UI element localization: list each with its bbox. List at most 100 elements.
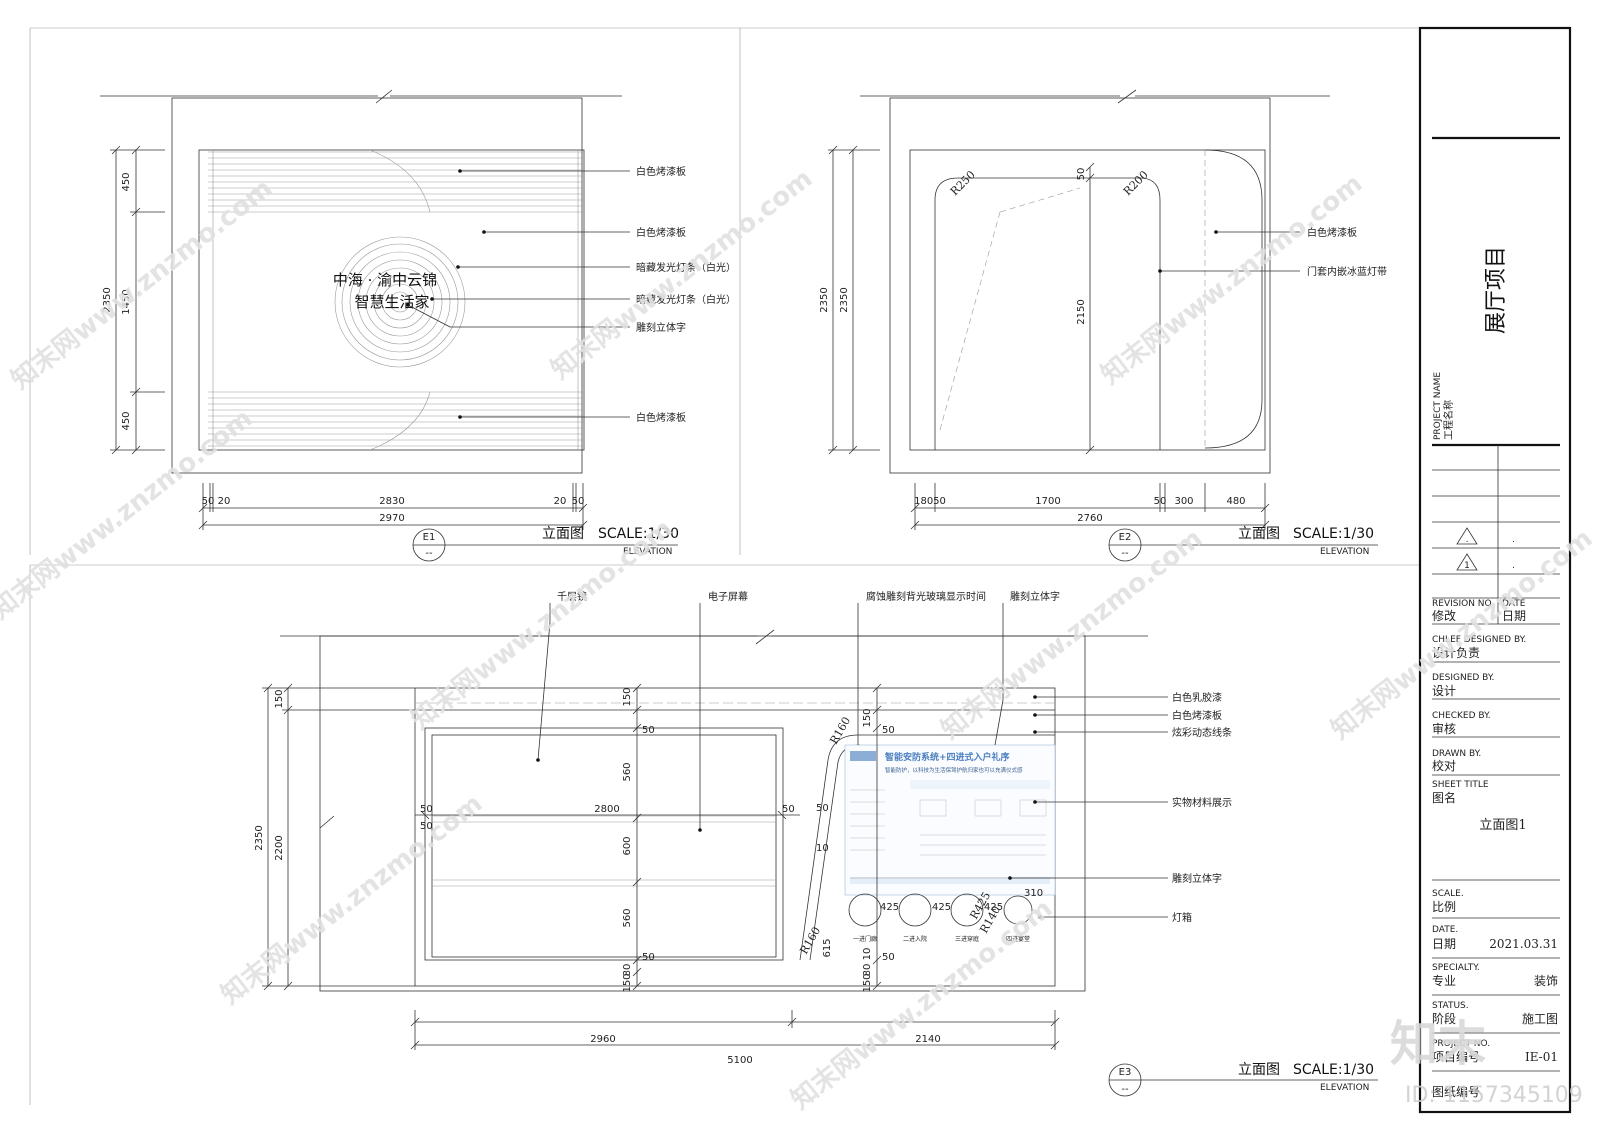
e3-vm-5: 615: [822, 938, 833, 957]
e2-label-1: 白色烤漆板: [1307, 226, 1357, 239]
e3-vl-8: 50: [642, 952, 655, 963]
e3-vl-7: 150: [622, 973, 633, 992]
circle-dim-4: 310: [1024, 888, 1043, 899]
circle-label-2: 二进入院: [903, 935, 927, 943]
watermark-logo: 知末: [1390, 1016, 1486, 1072]
e3-right-label-2: 白色烤漆板: [1172, 709, 1222, 722]
mirror-side-3: 50: [782, 804, 795, 815]
specialty-value: 装饰: [1534, 974, 1558, 988]
watermark-2: 知末网www.znzmo.com: [546, 163, 818, 385]
e3-vm-8: 10: [862, 948, 873, 961]
rev-date-1: .: [1512, 535, 1515, 545]
e2-vdim-2: 2150: [1076, 299, 1087, 324]
sheet-frame: [29, 27, 1420, 1105]
e2-hdim-3: 50: [1154, 496, 1167, 507]
projno-en: PROJECT NO.: [1432, 1039, 1490, 1049]
e3-hdim-1: 2960: [590, 1034, 615, 1045]
e1-label-6: 白色烤漆板: [636, 411, 686, 424]
projno-cn: 项目编号: [1432, 1049, 1480, 1064]
scale-en: SCALE.: [1432, 889, 1464, 899]
drawn-en: DRAWN BY.: [1432, 749, 1481, 759]
e3-vtop: 150: [274, 689, 285, 708]
e1-hdim-3: 2830: [379, 496, 404, 507]
scale-cn: 比例: [1432, 900, 1456, 914]
specialty-en: SPECIALTY.: [1432, 963, 1480, 973]
e3-vm-9: 50: [882, 952, 895, 963]
date-value: 2021.03.31: [1489, 937, 1558, 951]
chief-cn: 设计负责: [1432, 646, 1480, 660]
date2-cn: 日期: [1432, 937, 1456, 951]
e2-hdim-5: 480: [1226, 496, 1245, 507]
logo-rings: [334, 236, 466, 368]
mirror-side-1: 50: [420, 804, 433, 815]
e1-sub: ELEVATION: [623, 547, 672, 557]
e1-label-4: 暗藏发光灯条（白光）: [636, 293, 736, 306]
e2-hdim-1: 18050: [914, 496, 946, 507]
e1-vdim-1: 450: [121, 172, 132, 191]
e3-top-label-3: 腐蚀雕刻背光玻璃显示时间: [866, 590, 986, 603]
e3-right-label-1: 白色乳胶漆: [1172, 691, 1222, 704]
chief-en: CHLEF DESIGNED BY.: [1432, 635, 1526, 645]
e2-tag: E2: [1119, 532, 1132, 543]
revision-cn: 修改: [1432, 608, 1456, 623]
watermark-1: 知末网www.znzmo.com: [6, 173, 278, 395]
watermark-3: 知末网www.znzmo.com: [1096, 168, 1368, 390]
logo-line1: 中海 · 渝中云锦: [333, 271, 437, 289]
e3-vm-1: 150: [862, 708, 873, 727]
elevation-e1: 中海 · 渝中云锦 智慧生活家 白色烤漆板 白色烤漆板 暗藏发光灯条（白光） 暗…: [100, 89, 736, 562]
panel-title: 智能安防系统+四进式入户礼序: [885, 751, 1010, 763]
status-en: STATUS.: [1432, 1001, 1469, 1011]
rev-date-2: .: [1512, 561, 1515, 571]
e3-sub: ELEVATION: [1320, 1083, 1369, 1093]
e3-top-label-4: 雕刻立体字: [1010, 590, 1060, 603]
watermark-6: 知末网www.znzmo.com: [936, 523, 1208, 745]
e2-htotal: 2760: [1077, 513, 1102, 524]
e1-hdim-5: 50: [572, 496, 585, 507]
project-title: 展厅项目: [1484, 246, 1509, 334]
mirror-width: 2800: [594, 804, 619, 815]
rev-mark-1: .: [1466, 535, 1469, 545]
e2-vtotal-1: 2350: [819, 287, 830, 312]
circle-label-4: 四进宴堂: [1006, 935, 1030, 943]
e2-hdim-2: 1700: [1035, 496, 1060, 507]
e2-vtotal-2: 2350: [839, 287, 850, 312]
e2-radius-2: R200: [1121, 168, 1151, 198]
e3-radius-1: R160: [827, 715, 853, 747]
elevation-e3: 智能安防系统+四进式入户礼序 智能防护，以科技为生活保驾护航归家也可以充满仪式感: [254, 590, 1378, 1097]
e1-hdim-2: 20: [218, 496, 231, 507]
e3-vtotal-2: 2200: [274, 835, 285, 860]
date2-en: DATE.: [1432, 925, 1458, 935]
e3-right-label-3: 炫彩动态线条: [1172, 726, 1232, 739]
logo-line2: 智慧生活家: [354, 293, 429, 311]
e3-right-label-6: 灯箱: [1172, 911, 1192, 924]
title-block: 展厅项目 PROJECT NAME 工程名称 . 1 . . REVISION …: [1418, 26, 1572, 1114]
sheet-cn: 图名: [1432, 790, 1456, 805]
e3-tag-sub: --: [1121, 1084, 1129, 1095]
watermark-id: ID: 1157345109: [1405, 1083, 1583, 1108]
e3-vl-3: 560: [622, 762, 633, 781]
sheet-en: SHEET TITLE: [1432, 780, 1489, 790]
designed-en: DESIGNED BY.: [1432, 673, 1494, 683]
e3-vm-4: 10: [816, 843, 829, 854]
drawn-cn: 校对: [1432, 758, 1456, 773]
mirror-side-2: 50: [420, 821, 433, 832]
checked-en: CHECKED BY.: [1432, 711, 1491, 721]
status-value: 施工图: [1522, 1012, 1558, 1026]
e3-vm-6: 80: [862, 964, 873, 977]
e2-hdim-4: 300: [1174, 496, 1193, 507]
e1-hdim-4: 20: [554, 496, 567, 507]
e3-scale: SCALE:1/30: [1293, 1062, 1374, 1078]
e1-label-2: 白色烤漆板: [636, 226, 686, 239]
e2-sub: ELEVATION: [1320, 547, 1369, 557]
circle-dim-3: 425: [984, 902, 1003, 913]
elevation-e2: R250 R200 50 2150 白色烤漆板 门套内嵌冰蓝灯带 2350 23…: [819, 89, 1387, 562]
e3-vl-4: 600: [622, 836, 633, 855]
status-cn: 阶段: [1432, 1011, 1456, 1026]
e2-label-2: 门套内嵌冰蓝灯带: [1307, 265, 1387, 278]
e3-radius-2: R160: [797, 925, 823, 957]
e3-vl-6: 80: [622, 964, 633, 977]
drawno-cn: 图纸编号: [1432, 1084, 1480, 1099]
e1-label-5: 雕刻立体字: [636, 321, 686, 334]
circle-dim-2: 425: [932, 902, 951, 913]
e2-scale: SCALE:1/30: [1293, 526, 1374, 542]
